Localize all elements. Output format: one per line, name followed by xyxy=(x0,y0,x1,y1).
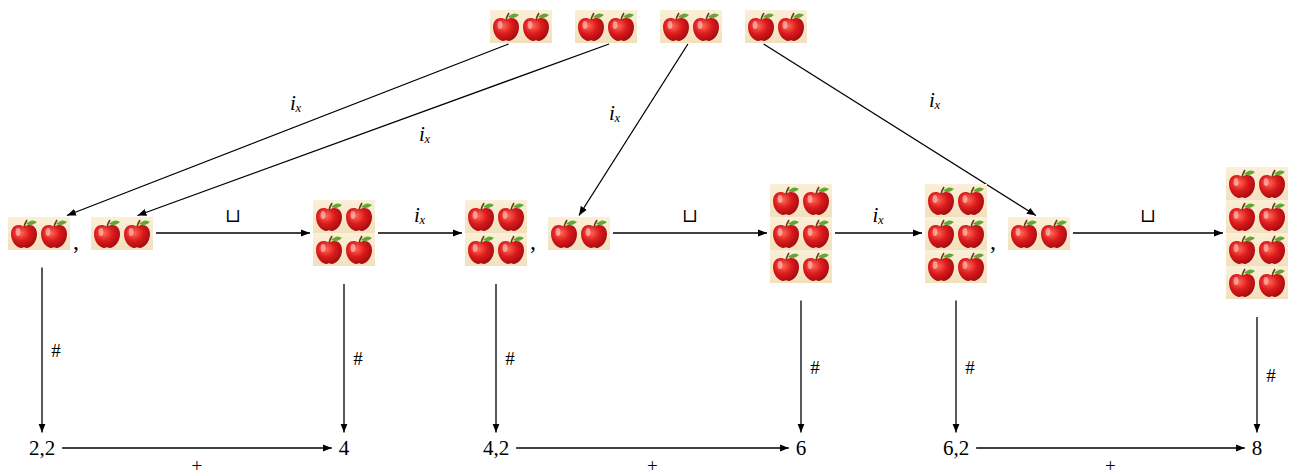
count-text: 6 xyxy=(796,438,807,459)
connector-arrow xyxy=(495,284,496,433)
apple-picture xyxy=(575,10,637,43)
edge-label: + xyxy=(1103,455,1118,476)
separator-comma: , xyxy=(73,229,79,253)
edge-label: iₓ xyxy=(871,204,887,227)
apple-set xyxy=(660,10,722,43)
apple-pair: , xyxy=(925,184,1070,283)
connector-arrow xyxy=(62,447,332,448)
apple-picture xyxy=(925,184,987,283)
edge-label: iₓ xyxy=(927,89,943,112)
apple-picture xyxy=(8,217,70,250)
connector-arrow xyxy=(955,301,956,433)
edge-label: ⊔ xyxy=(680,205,700,226)
edge-label: iₓ xyxy=(288,92,304,115)
apple-picture xyxy=(1008,217,1070,250)
edge-label: # xyxy=(49,340,63,361)
edge-label: iₓ xyxy=(417,123,433,146)
edge-label: # xyxy=(963,356,977,377)
apple-picture xyxy=(745,10,807,43)
count-number: 8 xyxy=(1252,438,1263,459)
apple-set xyxy=(770,184,832,283)
apple-picture xyxy=(313,200,375,266)
apple-picture xyxy=(1226,167,1288,299)
apple-picture xyxy=(770,184,832,283)
apple-pair: , xyxy=(8,217,153,250)
apple-set xyxy=(575,10,637,43)
connector-arrow xyxy=(516,447,789,448)
edge-label: # xyxy=(503,348,517,369)
apple-set xyxy=(925,184,987,283)
apple-set xyxy=(745,10,807,43)
separator-comma: , xyxy=(530,229,536,253)
count-text: 2,2 xyxy=(29,438,55,459)
apple-set xyxy=(548,217,610,250)
count-text: 8 xyxy=(1252,438,1263,459)
count-number: 2,2 xyxy=(29,438,55,459)
count-number: 6,2 xyxy=(943,438,969,459)
edge-label: ⊔ xyxy=(1138,205,1158,226)
connector-arrow xyxy=(378,232,462,233)
edge-label: + xyxy=(645,455,660,476)
connector-arrow xyxy=(800,301,801,433)
connector-arrow xyxy=(1256,317,1257,433)
apple-set xyxy=(91,217,153,250)
count-number: 4 xyxy=(339,438,350,459)
apple-set xyxy=(490,10,552,43)
edge-label: iₓ xyxy=(412,204,428,227)
connector-arrow xyxy=(343,284,344,433)
connector-arrow xyxy=(138,44,610,216)
edge-label: + xyxy=(190,455,205,476)
apple-pair: , xyxy=(465,200,610,266)
connector-arrow xyxy=(835,232,922,233)
apple-picture xyxy=(490,10,552,43)
connector-arrow xyxy=(1073,232,1223,233)
connector-arrow xyxy=(613,232,767,233)
edge-label: # xyxy=(351,348,365,369)
connector-arrow xyxy=(41,268,42,433)
connector-arrow xyxy=(579,44,688,216)
connector-arrow xyxy=(764,44,1036,216)
apple-picture xyxy=(465,200,527,266)
apple-picture xyxy=(660,10,722,43)
apple-set xyxy=(313,200,375,266)
apple-set xyxy=(1226,167,1288,299)
count-number: 6 xyxy=(796,438,807,459)
edge-label: iₓ xyxy=(607,102,623,125)
apple-set xyxy=(8,217,70,250)
connector-arrow xyxy=(67,44,509,216)
count-text: 4,2 xyxy=(483,438,509,459)
edge-label: ⊔ xyxy=(223,205,243,226)
edge-label: # xyxy=(808,356,822,377)
separator-comma: , xyxy=(990,229,996,253)
count-text: 6,2 xyxy=(943,438,969,459)
apple-picture xyxy=(548,217,610,250)
count-number: 4,2 xyxy=(483,438,509,459)
apple-set xyxy=(1008,217,1070,250)
count-text: 4 xyxy=(339,438,350,459)
edge-label: # xyxy=(1264,364,1278,385)
apple-picture xyxy=(91,217,153,250)
connector-arrow xyxy=(156,232,310,233)
connector-arrow xyxy=(976,447,1245,448)
apple-set xyxy=(465,200,527,266)
